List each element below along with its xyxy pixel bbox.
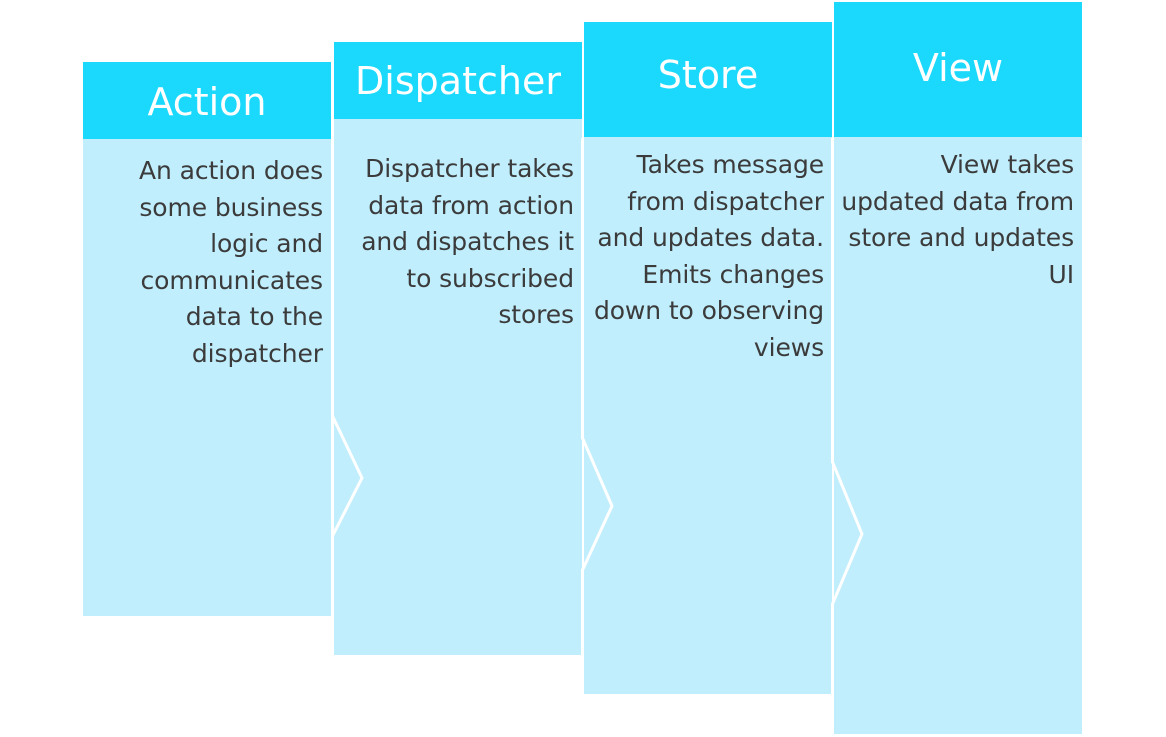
stage-action-title: Action — [83, 62, 331, 139]
stage-store: Store Takes message from dispatcher and … — [584, 22, 832, 694]
stage-action-description: An action does some business logic and c… — [139, 156, 323, 368]
stage-action-body — [83, 62, 331, 616]
stage-view-title: View — [834, 2, 1082, 137]
chevron-separator-icon — [831, 138, 864, 694]
stage-dispatcher-title: Dispatcher — [334, 42, 582, 119]
chevron-separator-icon — [331, 138, 364, 618]
stage-dispatcher-description: Dispatcher takes data from action and di… — [361, 154, 574, 330]
stage-dispatcher: Dispatcher Dispatcher takes data from ac… — [334, 42, 582, 655]
chevron-separator-icon — [581, 138, 614, 655]
stage-view-description: View takes updated data from store and u… — [841, 150, 1074, 289]
stage-dispatcher-body — [334, 42, 582, 655]
stage-store-title: Store — [584, 22, 832, 137]
stage-view: View View takes updated data from store … — [834, 2, 1082, 734]
stage-store-description: Takes message from dispatcher and update… — [593, 150, 824, 362]
stage-action: Action An action does some business logi… — [83, 62, 331, 616]
